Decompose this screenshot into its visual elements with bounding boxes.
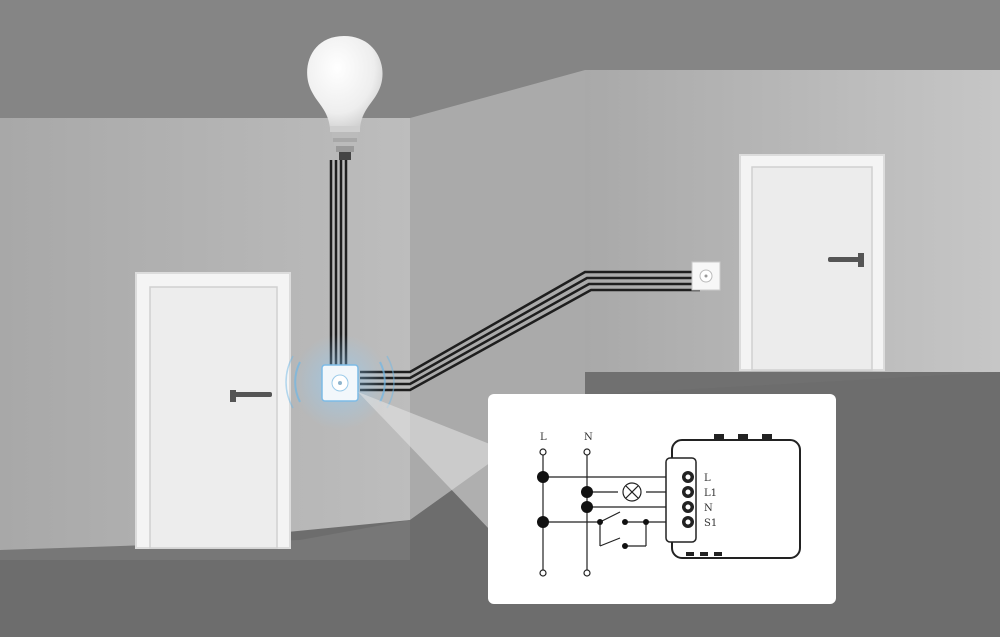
- left-door: [135, 272, 291, 549]
- rail-label-l: L: [540, 432, 547, 443]
- junction-dots: [537, 471, 649, 549]
- lamp-symbol-icon: [622, 482, 642, 502]
- ceiling-right: [0, 0, 1000, 118]
- wall-switch-icon: [691, 261, 721, 291]
- smart-switch-module-icon: [285, 334, 395, 430]
- terminal-label-n: N: [704, 503, 713, 514]
- terminal-label-s1: S1: [704, 518, 717, 529]
- door-handle-icon: [230, 390, 272, 402]
- floor-shade: [0, 520, 410, 560]
- wiring-diagram-panel: L N: [488, 394, 836, 604]
- light-bulb-icon: [307, 36, 383, 160]
- module-body: [665, 434, 801, 559]
- door-handle-icon: [828, 253, 864, 267]
- rail-label-n: N: [584, 432, 593, 443]
- terminal-label-l: L: [704, 473, 711, 484]
- right-door: [739, 154, 885, 371]
- callout-beam: [358, 392, 505, 530]
- terminal-label-l1: L1: [704, 488, 717, 499]
- rail-ends: [539, 569, 591, 577]
